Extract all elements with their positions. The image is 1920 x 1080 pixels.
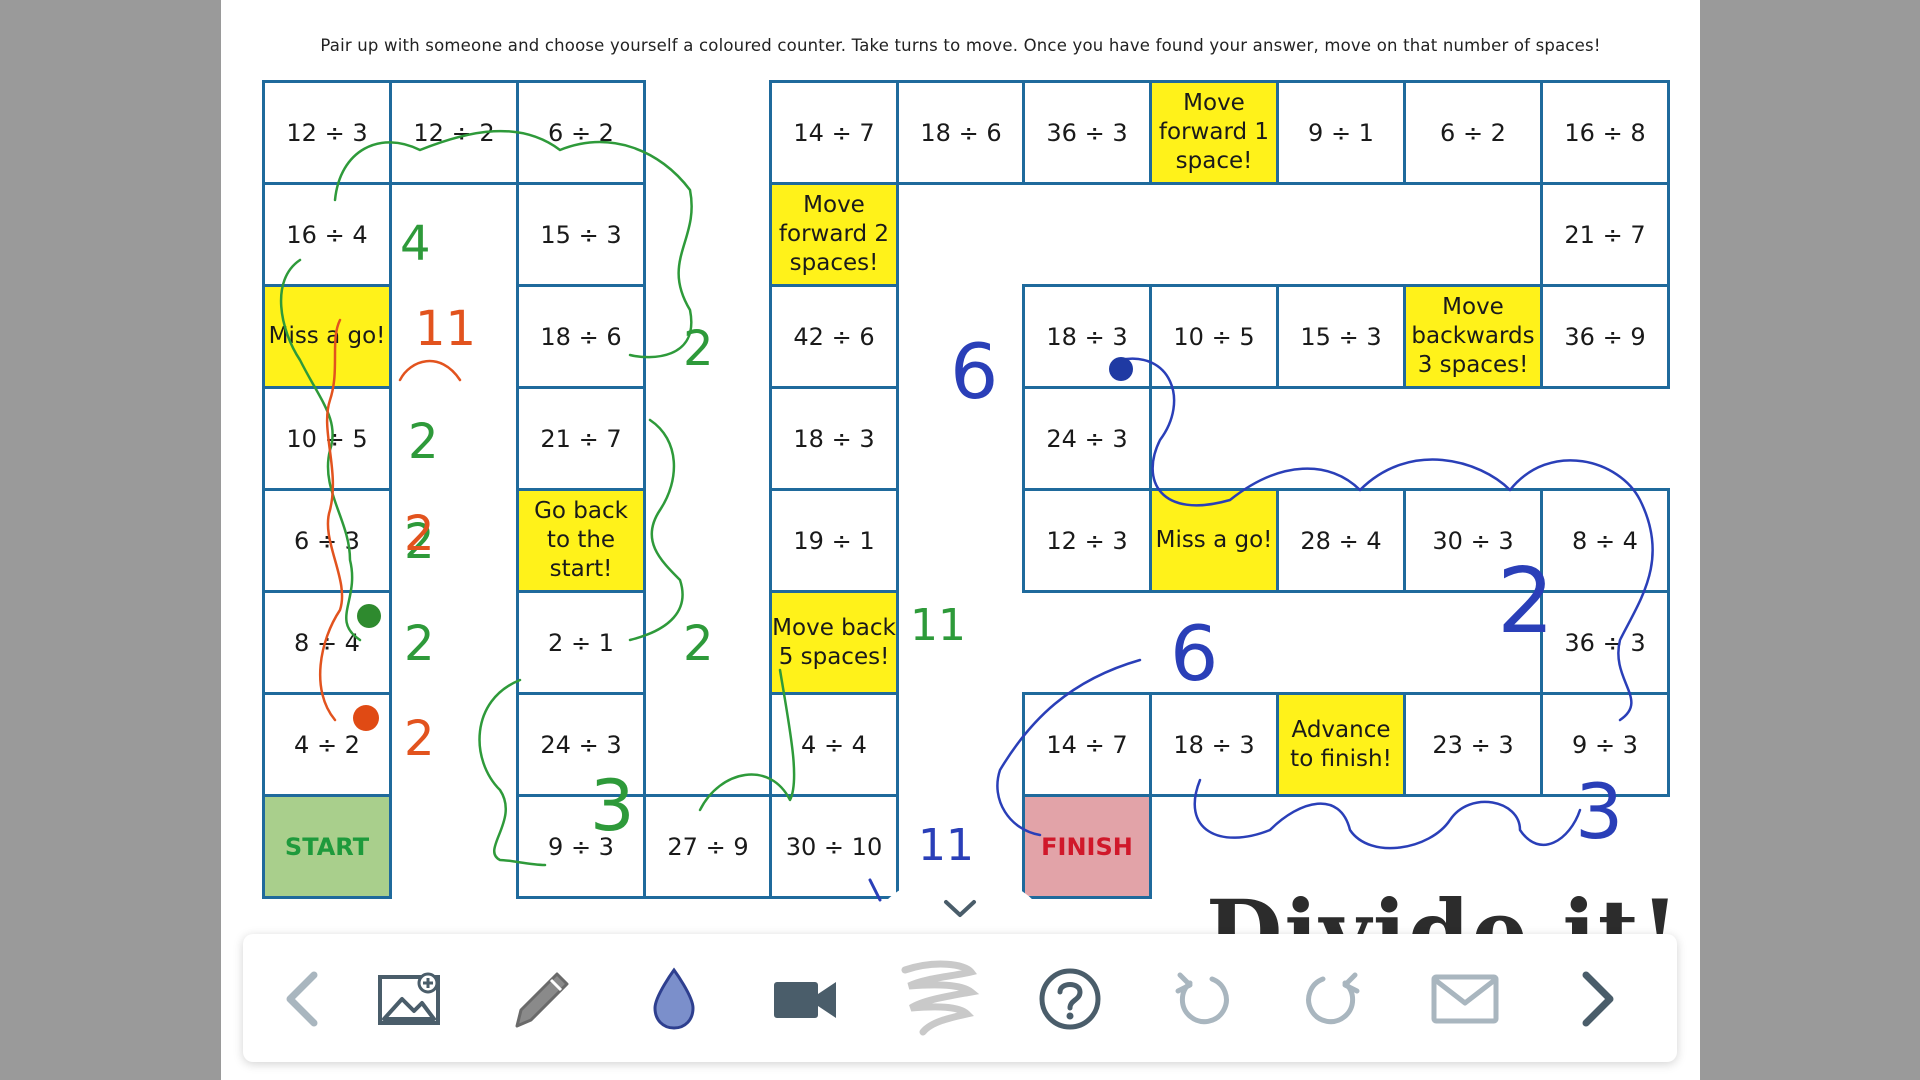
chevron-left-icon (286, 971, 318, 1027)
board-cell: 8 ÷ 4 (1540, 488, 1670, 593)
board-cell: 28 ÷ 4 (1276, 488, 1406, 593)
eraser-button[interactable] (893, 956, 983, 1042)
mail-icon (1431, 974, 1499, 1024)
undo-button[interactable] (1157, 956, 1247, 1042)
board-cell: 18 ÷ 3 (769, 386, 899, 491)
board-cell: 12 ÷ 3 (1022, 488, 1152, 593)
board-cell: 6 ÷ 3 (262, 488, 392, 593)
record-video-button[interactable] (760, 956, 850, 1042)
send-button[interactable] (1420, 956, 1510, 1042)
add-image-button[interactable] (366, 956, 456, 1042)
board-cell: 4 ÷ 2 (262, 692, 392, 797)
board-cell-advance-to-finish: Advance to finish! (1276, 692, 1406, 797)
redo-button[interactable] (1288, 956, 1378, 1042)
board-cell: 24 ÷ 3 (516, 692, 646, 797)
board-cell: 36 ÷ 9 (1540, 284, 1670, 389)
eraser-icon (901, 960, 980, 1036)
redo-icon (1306, 972, 1360, 1025)
help-button[interactable] (1025, 956, 1115, 1042)
board-cell: 4 ÷ 4 (769, 692, 899, 797)
board-cell: 9 ÷ 1 (1276, 80, 1406, 185)
board-cell: 23 ÷ 3 (1403, 692, 1543, 797)
board-cell: 30 ÷ 3 (1403, 488, 1543, 593)
board-cell: 6 ÷ 2 (516, 80, 646, 185)
color-picker-button[interactable] (629, 956, 719, 1042)
board-cell: 6 ÷ 2 (1403, 80, 1543, 185)
board-cell: 15 ÷ 3 (516, 182, 646, 287)
add-image-icon (378, 972, 440, 1025)
drop-icon (653, 967, 695, 1030)
board-cell: 24 ÷ 3 (1022, 386, 1152, 491)
instructions-text: Pair up with someone and choose yourself… (320, 36, 1601, 55)
board-cell: 12 ÷ 2 (389, 80, 519, 185)
board-cell: 16 ÷ 4 (262, 182, 392, 287)
board-cell: 19 ÷ 1 (769, 488, 899, 593)
board-cell-move-back-5: Move back 5 spaces! (769, 590, 899, 695)
board-cell: 21 ÷ 7 (516, 386, 646, 491)
chevron-down-icon (944, 900, 976, 917)
board-cell: 12 ÷ 3 (262, 80, 392, 185)
board-cell: 2 ÷ 1 (516, 590, 646, 695)
board-cell: 9 ÷ 3 (516, 794, 646, 899)
previous-page-button[interactable] (257, 956, 347, 1042)
next-page-button[interactable] (1553, 956, 1643, 1042)
board-cell-miss-a-go: Miss a go! (1149, 488, 1279, 593)
board-cell: 18 ÷ 6 (516, 284, 646, 389)
board-cell: 42 ÷ 6 (769, 284, 899, 389)
board-cell: 8 ÷ 4 (262, 590, 392, 695)
pen-tool-button[interactable] (497, 956, 587, 1042)
board-cell: 18 ÷ 3 (1149, 692, 1279, 797)
help-icon (1039, 968, 1101, 1030)
board-cell-move-forward-2: Move forward 2 spaces! (769, 182, 899, 287)
start-cell: START (262, 794, 392, 899)
board-cell: 10 ÷ 5 (262, 386, 392, 491)
board-cell: 10 ÷ 5 (1149, 284, 1279, 389)
finish-cell: FINISH (1022, 794, 1152, 899)
board-cell-move-backwards-3: Move backwards 3 spaces! (1403, 284, 1543, 389)
board-cell-go-back-to-start: Go back to the start! (516, 488, 646, 593)
board-cell: 14 ÷ 7 (769, 80, 899, 185)
board-cell: 15 ÷ 3 (1276, 284, 1406, 389)
bottom-toolbar (243, 934, 1677, 1062)
undo-icon (1175, 972, 1229, 1025)
board-cell: 18 ÷ 6 (896, 80, 1026, 185)
board-cell: 9 ÷ 3 (1540, 692, 1670, 797)
board-cell-move-forward-1: Move forward 1 space! (1149, 80, 1279, 185)
board-cell: 36 ÷ 3 (1540, 590, 1670, 695)
board-cell: 16 ÷ 8 (1540, 80, 1670, 185)
board-cell: 18 ÷ 3 (1022, 284, 1152, 389)
board-cell: 27 ÷ 9 (643, 794, 773, 899)
board-cell: 14 ÷ 7 (1022, 692, 1152, 797)
board-cell: 21 ÷ 7 (1540, 182, 1670, 287)
board-cell: 30 ÷ 10 (769, 794, 899, 899)
board-cell-miss-a-go: Miss a go! (262, 284, 392, 389)
board-cell: 36 ÷ 3 (1022, 80, 1152, 185)
chevron-right-icon (1582, 971, 1614, 1027)
pencil-icon (515, 972, 569, 1028)
video-camera-icon (774, 982, 836, 1018)
